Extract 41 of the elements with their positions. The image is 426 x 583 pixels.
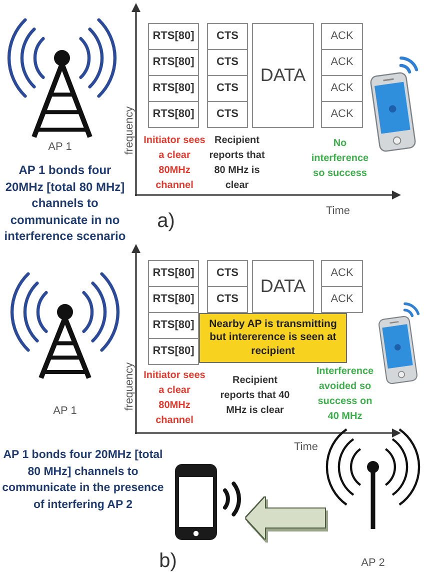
panel-label: b) [158,549,178,573]
description-text: AP 1 bonds four 20MHz [total 80 MHz] channels to communicate in no interference scenario [3,162,127,244]
frame-box: CTS [207,101,248,128]
frame-box: RTS[80] [148,23,199,50]
device-label: AP 2 [360,556,386,571]
panel-label: a) [156,209,176,233]
block-arrow [246,497,325,539]
frame-box: CTS [207,286,248,313]
annotation-text: Initiator sees a clear 80MHz channel [142,369,206,428]
axis-label: frequency [122,104,136,156]
frame-box: RTS[80] [148,286,199,313]
axis-label: Time [292,440,320,455]
axis-label: Time [324,204,352,219]
annotation-text: Interference avoided so success on 40 MHz [315,365,375,424]
annotation-text: Initiator sees a clear 80MHz channel [142,134,206,193]
frame-box: ACK [321,75,363,102]
annotation-text: No interference so success [310,137,370,181]
frame-box: RTS[80] [148,49,199,76]
frame-box: CTS [207,75,248,102]
frame-box: CTS [207,260,248,287]
frame-box: ACK [321,260,363,287]
annotation-text: Recipient reports that 40 MHz is clear [219,374,291,418]
frame-box: RTS[80] [148,260,199,287]
frame-box: RTS[80] [148,101,199,128]
annotation-text: Recipient reports that 80 MHz is clear [208,134,266,193]
payload-box: DATA [252,23,314,128]
frame-box: ACK [321,286,363,313]
note-box: Nearby AP is transmitting but intererence is seen at recipient [199,313,347,363]
frame-box: CTS [207,23,248,50]
payload-box: DATA [252,260,314,313]
frame-box: ACK [321,101,363,128]
frame-box: RTS[80] [148,75,199,102]
device-label: AP 1 [47,140,73,155]
description-text: AP 1 bonds four 20MHz [total 80 MHz] channels to communicate in the presence of interfering AP 2 [1,448,165,512]
frame-box: CTS [207,49,248,76]
frame-box: RTS[80] [148,338,199,365]
device-label: AP 1 [52,404,78,419]
frame-box: ACK [321,49,363,76]
axis-label: frequency [122,360,136,412]
frame-box: RTS[80] [148,312,199,339]
frame-box: ACK [321,23,363,50]
